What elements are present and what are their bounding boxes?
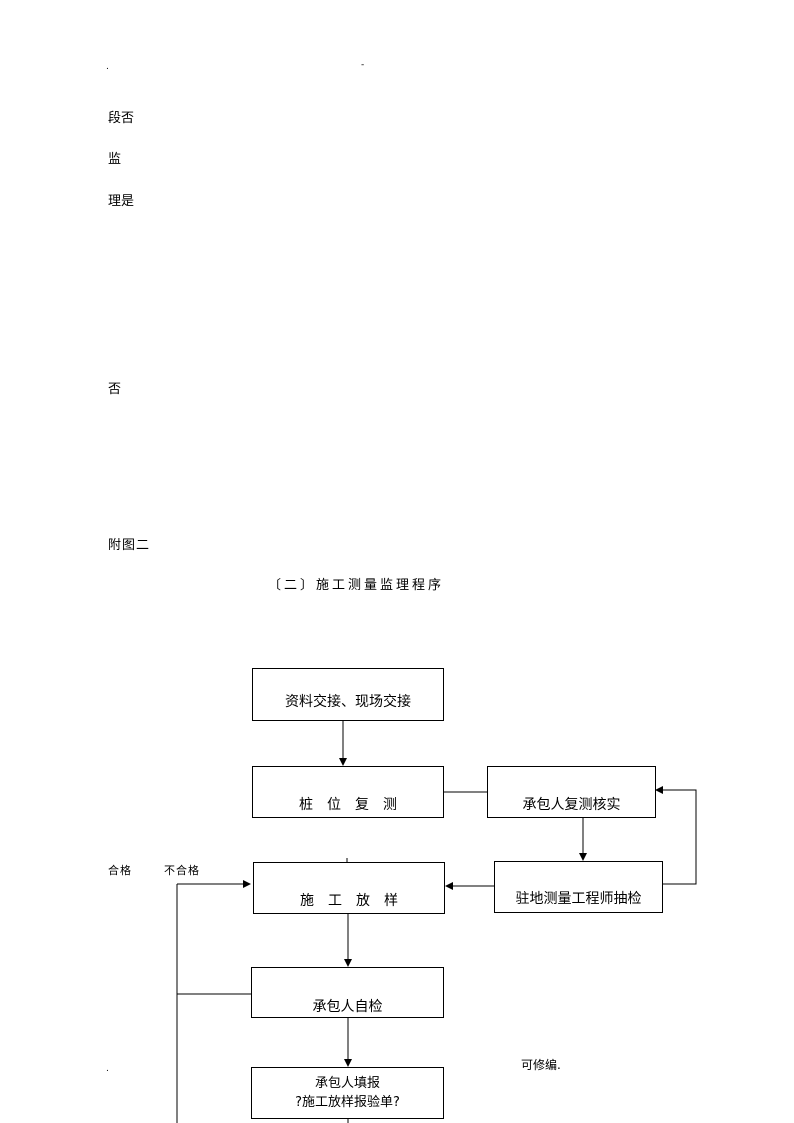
box-contractor-submit: 承包人填报 ?施工放样报验单? xyxy=(251,1067,444,1119)
label-duan-fou: 段否 xyxy=(108,111,135,126)
box-data-handover: 资料交接、现场交接 xyxy=(252,668,444,721)
box-engineer-spot-check: 驻地测量工程师抽检 xyxy=(494,861,663,913)
label-jian: 监 xyxy=(108,152,122,167)
box-contractor-self-check: 承包人自检 xyxy=(251,967,444,1018)
box-contractor-verify-text: 承包人复测核实 xyxy=(522,797,621,813)
label-li-shi: 理是 xyxy=(108,194,135,209)
box-construction-layout-text: 施 工 放 样 xyxy=(300,893,398,909)
arrow-step3b-loop-to-step2b xyxy=(655,786,697,885)
box-contractor-verify: 承包人复测核实 xyxy=(487,766,656,818)
box-data-handover-text: 资料交接、现场交接 xyxy=(285,694,411,710)
box-contractor-submit-line1: 承包人填报 xyxy=(314,1076,380,1091)
footer-editable-note: 可修编. xyxy=(521,1058,561,1072)
box-construction-layout: 施 工 放 样 xyxy=(253,862,445,914)
label-fou: 否 xyxy=(108,382,122,397)
figure-title: 〔二〕施工测量监理程序 xyxy=(268,578,445,593)
figure-label: 附图二 xyxy=(108,538,151,553)
footer-left-mark: . xyxy=(106,1064,109,1074)
box-engineer-spot-check-text: 驻地测量工程师抽检 xyxy=(515,891,642,907)
header-center-mark: - xyxy=(361,60,365,70)
box-stake-recheck-text: 桩 位 复 测 xyxy=(299,797,397,813)
box-contractor-self-check-text: 承包人自检 xyxy=(312,999,383,1015)
label-pass: 合格 xyxy=(108,864,132,877)
label-fail: 不合格 xyxy=(164,864,200,877)
box-contractor-submit-line2: ?施工放样报验单? xyxy=(295,1095,400,1110)
header-left-mark: . xyxy=(106,62,109,72)
box-stake-recheck: 桩 位 复 测 xyxy=(252,766,444,818)
